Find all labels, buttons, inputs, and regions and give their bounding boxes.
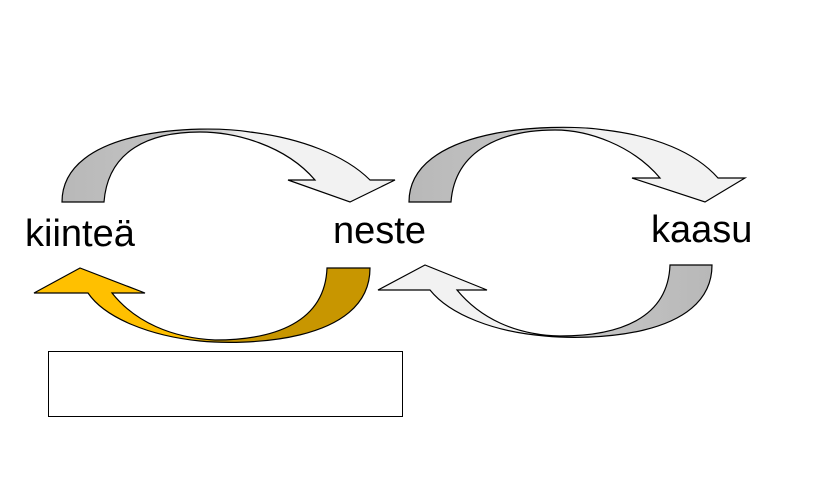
arrow-gas-to-liquid — [377, 264, 713, 338]
arrow-solid-to-liquid — [61, 128, 396, 203]
arrow-liquid-to-solid — [33, 267, 371, 343]
answer-box[interactable] — [48, 351, 403, 417]
label-liquid: neste — [333, 210, 426, 252]
label-solid: kiinteä — [25, 213, 135, 255]
arrow-liquid-to-gas — [408, 126, 748, 203]
label-gas: kaasu — [651, 209, 753, 251]
